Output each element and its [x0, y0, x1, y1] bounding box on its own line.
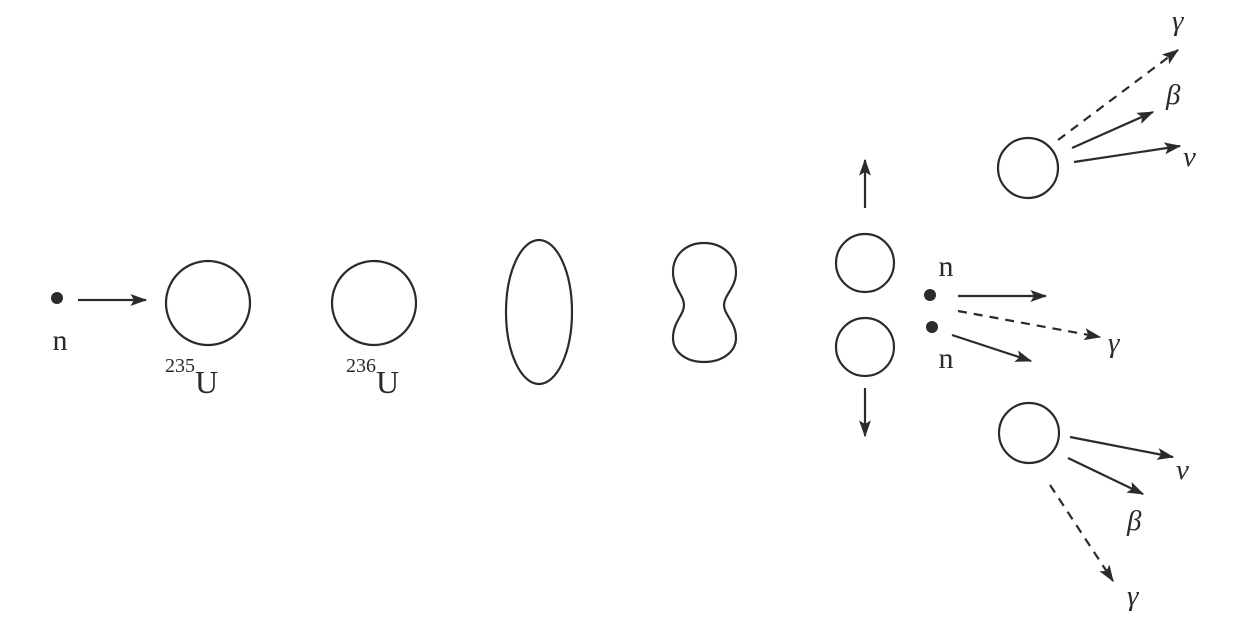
- lower-beta-label: β: [1126, 505, 1142, 537]
- fragment-upper-circle: [834, 232, 896, 294]
- u235-mass-number: 235: [165, 355, 195, 377]
- lower-gamma-arrow: [1049, 484, 1114, 583]
- emitted-neutron-label-1: n: [939, 250, 954, 283]
- lower-decay-fragment: [997, 401, 1061, 465]
- emitted-neutron-arrow-2: [951, 333, 1033, 363]
- incoming-neutron-label: n: [53, 324, 68, 357]
- prompt-gamma-arrow: [957, 309, 1102, 341]
- emitted-neutron-dot-1: [924, 289, 936, 301]
- upper-gamma-label: γ: [1172, 5, 1185, 37]
- upper-decay-fragment: [996, 136, 1060, 200]
- u236-symbol: U: [376, 364, 399, 400]
- u236-nucleus: [330, 259, 418, 347]
- upper-neutrino-label: ν: [1183, 141, 1196, 173]
- lower-neutrino-arrow: [1069, 435, 1175, 460]
- upper-gamma-arrow: [1057, 49, 1179, 141]
- u235-nucleus: [164, 259, 252, 347]
- incoming-neutron-dot: [51, 292, 63, 304]
- upper-neutrino-arrow: [1073, 142, 1182, 164]
- elongated-nucleus: [504, 238, 574, 386]
- lower-beta-arrow: [1067, 457, 1145, 495]
- u235-symbol: U: [195, 364, 218, 400]
- prompt-gamma-label: γ: [1108, 327, 1121, 359]
- emitted-neutron-dot-2: [926, 321, 938, 333]
- emitted-neutron-label-2: n: [939, 342, 954, 375]
- lower-neutrino-label: ν: [1176, 454, 1189, 486]
- fragment-lower-circle: [834, 316, 896, 378]
- upper-beta-label: β: [1165, 79, 1181, 111]
- upper-beta-arrow: [1071, 110, 1155, 150]
- lower-gamma-label: γ: [1127, 580, 1140, 612]
- necked-nucleus: [671, 241, 738, 364]
- u236-mass-number: 236: [346, 355, 376, 377]
